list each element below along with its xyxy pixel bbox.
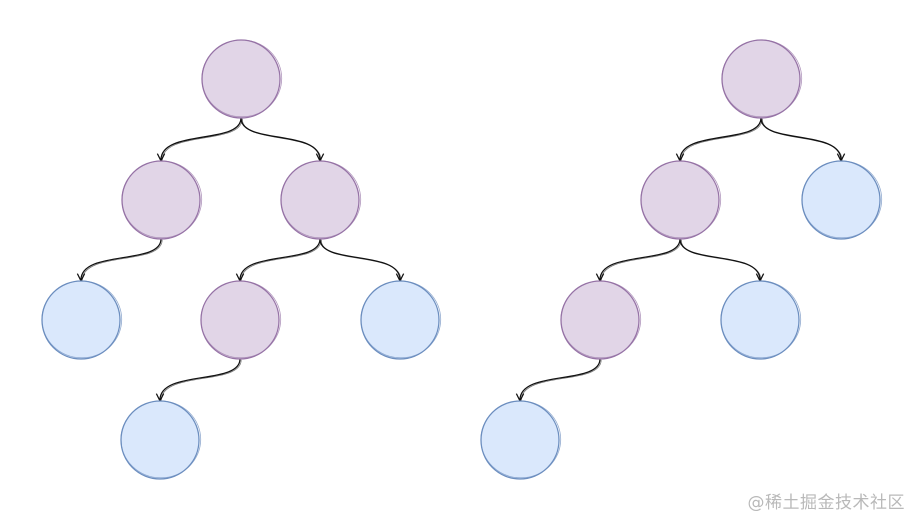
leaf-node-R3 <box>801 160 883 240</box>
tree-edge-L3-L6 <box>319 238 401 281</box>
internal-node-R1 <box>721 39 803 119</box>
nodes-layer <box>41 39 883 480</box>
tree-edge-L2-L4 <box>81 238 163 281</box>
tree-edge-L5-L7 <box>160 358 242 401</box>
internal-node-R4 <box>560 280 642 360</box>
internal-node-R2 <box>640 160 722 240</box>
internal-node-L2 <box>121 160 203 240</box>
leaf-node-L6 <box>360 280 442 360</box>
leaf-node-R6 <box>480 400 562 480</box>
tree-edge-R1-R3 <box>760 117 842 161</box>
tree-edge-L3-L5 <box>240 238 322 281</box>
internal-node-L3 <box>280 160 362 240</box>
tree-edge-L1-L3 <box>240 117 321 161</box>
watermark-text: @稀土掘金技术社区 <box>747 493 905 513</box>
tree-edge-R1-R2 <box>680 117 763 161</box>
tree-edge-L1-L2 <box>161 117 243 161</box>
internal-node-L5 <box>200 280 282 360</box>
tree-edge-R2-R4 <box>600 238 682 281</box>
tree-edge-R2-R5 <box>679 238 761 281</box>
edges-layer <box>81 117 842 401</box>
leaf-node-R5 <box>720 280 802 360</box>
internal-node-L1 <box>201 39 283 119</box>
tree-edge-R4-R6 <box>520 358 602 401</box>
leaf-node-L7 <box>120 400 202 480</box>
leaf-node-L4 <box>41 280 123 360</box>
